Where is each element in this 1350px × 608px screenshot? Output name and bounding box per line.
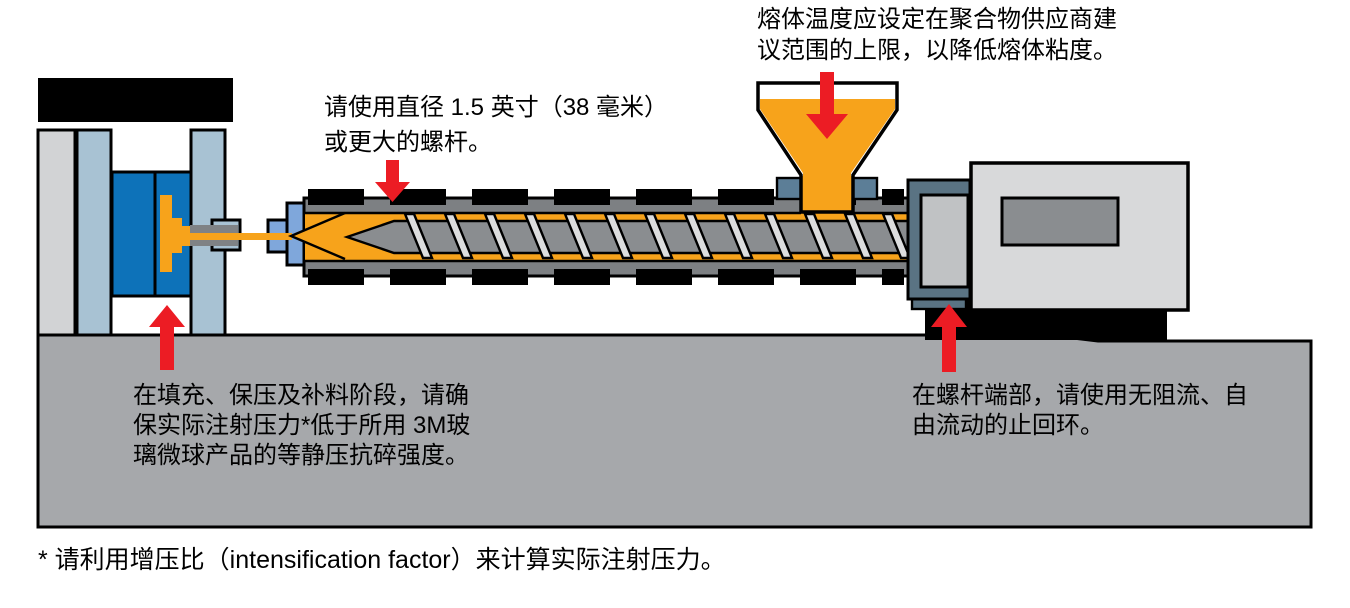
annotation-line: 或更大的螺杆。 [324, 129, 492, 156]
annotation-line: 熔体温度应设定在聚合物供应商建 [757, 6, 1117, 33]
heater-bands-bottom [308, 269, 904, 285]
check-ring-arrow-icon [931, 304, 967, 372]
annotation-line: 议范围的上限，以降低熔体粘度。 [757, 37, 1117, 64]
hopper-outline [756, 81, 899, 214]
sprue-bushing-upper [190, 225, 238, 233]
annotation-line: 由流动的止回环。 [912, 412, 1104, 439]
annotation-line: 在螺杆端部，请使用无阻流、自 [912, 382, 1248, 409]
annotation-melt-temperature: 熔体温度应设定在聚合物供应商建 议范围的上限，以降低熔体粘度。 [757, 4, 1117, 66]
annotation-line: 请使用直径 1.5 英寸（38 毫米） [324, 94, 669, 121]
sprue-bushing-lower [190, 238, 238, 246]
moving-platen [75, 128, 113, 337]
clamp-top-beam [38, 78, 233, 122]
annotation-check-ring: 在螺杆端部，请使用无阻流、自 由流动的止回环。 [912, 381, 1248, 441]
motor-housing-panel [1000, 196, 1120, 247]
footnote: * 请利用增压比（intensification factor）来计算实际注射压… [38, 546, 726, 574]
rear-platen [36, 128, 77, 337]
heater-bands-top [308, 189, 904, 205]
annotation-line: 璃微球产品的等静压抗碎强度。 [133, 442, 469, 469]
nozzle-melt-cone [287, 211, 346, 261]
annotation-injection-pressure: 在填充、保压及补料阶段，请确 保实际注射压力*低于所用 3M玻 璃微球产品的等静… [133, 381, 470, 471]
annotation-line: 保实际注射压力*低于所用 3M玻 [133, 412, 471, 439]
annotation-screw-size: 请使用直径 1.5 英寸（38 毫米） 或更大的螺杆。 [324, 90, 668, 160]
sprue-channel [184, 233, 292, 240]
screw-size-arrow-icon [375, 160, 410, 202]
barrel-mount-inner [919, 193, 970, 289]
annotation-line: 在填充、保压及补料阶段，请确 [133, 382, 469, 409]
mold-half-moving [110, 170, 158, 298]
hopper-arrow-icon [806, 72, 848, 139]
molded-part [160, 195, 190, 272]
mold-pressure-arrow-icon [149, 305, 185, 370]
hopper-fill [760, 99, 895, 210]
